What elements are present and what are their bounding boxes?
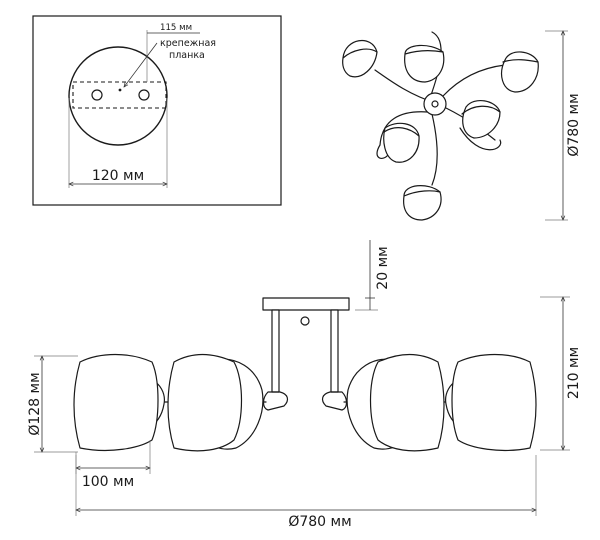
plate-leader	[124, 42, 158, 87]
arm-6	[431, 113, 438, 186]
top-shade-6	[403, 185, 442, 221]
rod-right	[330, 309, 339, 393]
top-shade-5	[383, 122, 420, 163]
plate-label-line2: планка	[169, 50, 205, 61]
center-knob	[300, 316, 310, 326]
mounting-hole-right	[138, 89, 150, 101]
top-view: Ø780 мм	[342, 31, 582, 221]
top-diameter-label: Ø780 мм	[566, 93, 582, 156]
center-screw	[118, 88, 122, 92]
plate-label-line1: крепежная	[160, 38, 216, 49]
mounting-hole-left	[91, 89, 103, 101]
top-shade-4	[461, 99, 501, 139]
side-shade-right-outer	[445, 353, 537, 451]
left-joint	[262, 391, 289, 411]
side-canopy	[262, 297, 350, 311]
arm-5	[379, 111, 429, 146]
mounting-plate	[72, 81, 167, 109]
top-shade-1	[342, 39, 378, 78]
canopy-circle	[68, 46, 168, 146]
top-shade-2	[404, 44, 445, 83]
side-shade-left-inner	[167, 353, 264, 452]
overall-width-label: Ø780 мм	[288, 514, 351, 530]
center-hub	[423, 92, 447, 116]
shade-diameter-label: Ø128 мм	[27, 372, 43, 435]
plate-size-label: 115 мм	[160, 23, 192, 33]
height-label: 210 мм	[566, 347, 582, 399]
arm-3	[442, 64, 506, 97]
side-shade-left-outer	[73, 353, 165, 451]
arm-curl-2	[376, 144, 389, 159]
rod-gap-label: 20 мм	[375, 246, 391, 289]
shade-depth-label: 100 мм	[82, 474, 134, 490]
canopy-diameter-label: 120 мм	[92, 168, 144, 184]
rod-left	[271, 309, 280, 393]
arm-curl	[459, 127, 502, 151]
side-shade-right-inner	[346, 353, 445, 452]
right-joint	[321, 391, 348, 411]
mounting-detail-view: 115 мм крепежная планка 120 мм	[32, 15, 282, 206]
top-shade-3	[501, 51, 539, 93]
side-view: 20 мм 210 мм Ø128 мм 100 мм Ø780 мм	[27, 240, 582, 530]
